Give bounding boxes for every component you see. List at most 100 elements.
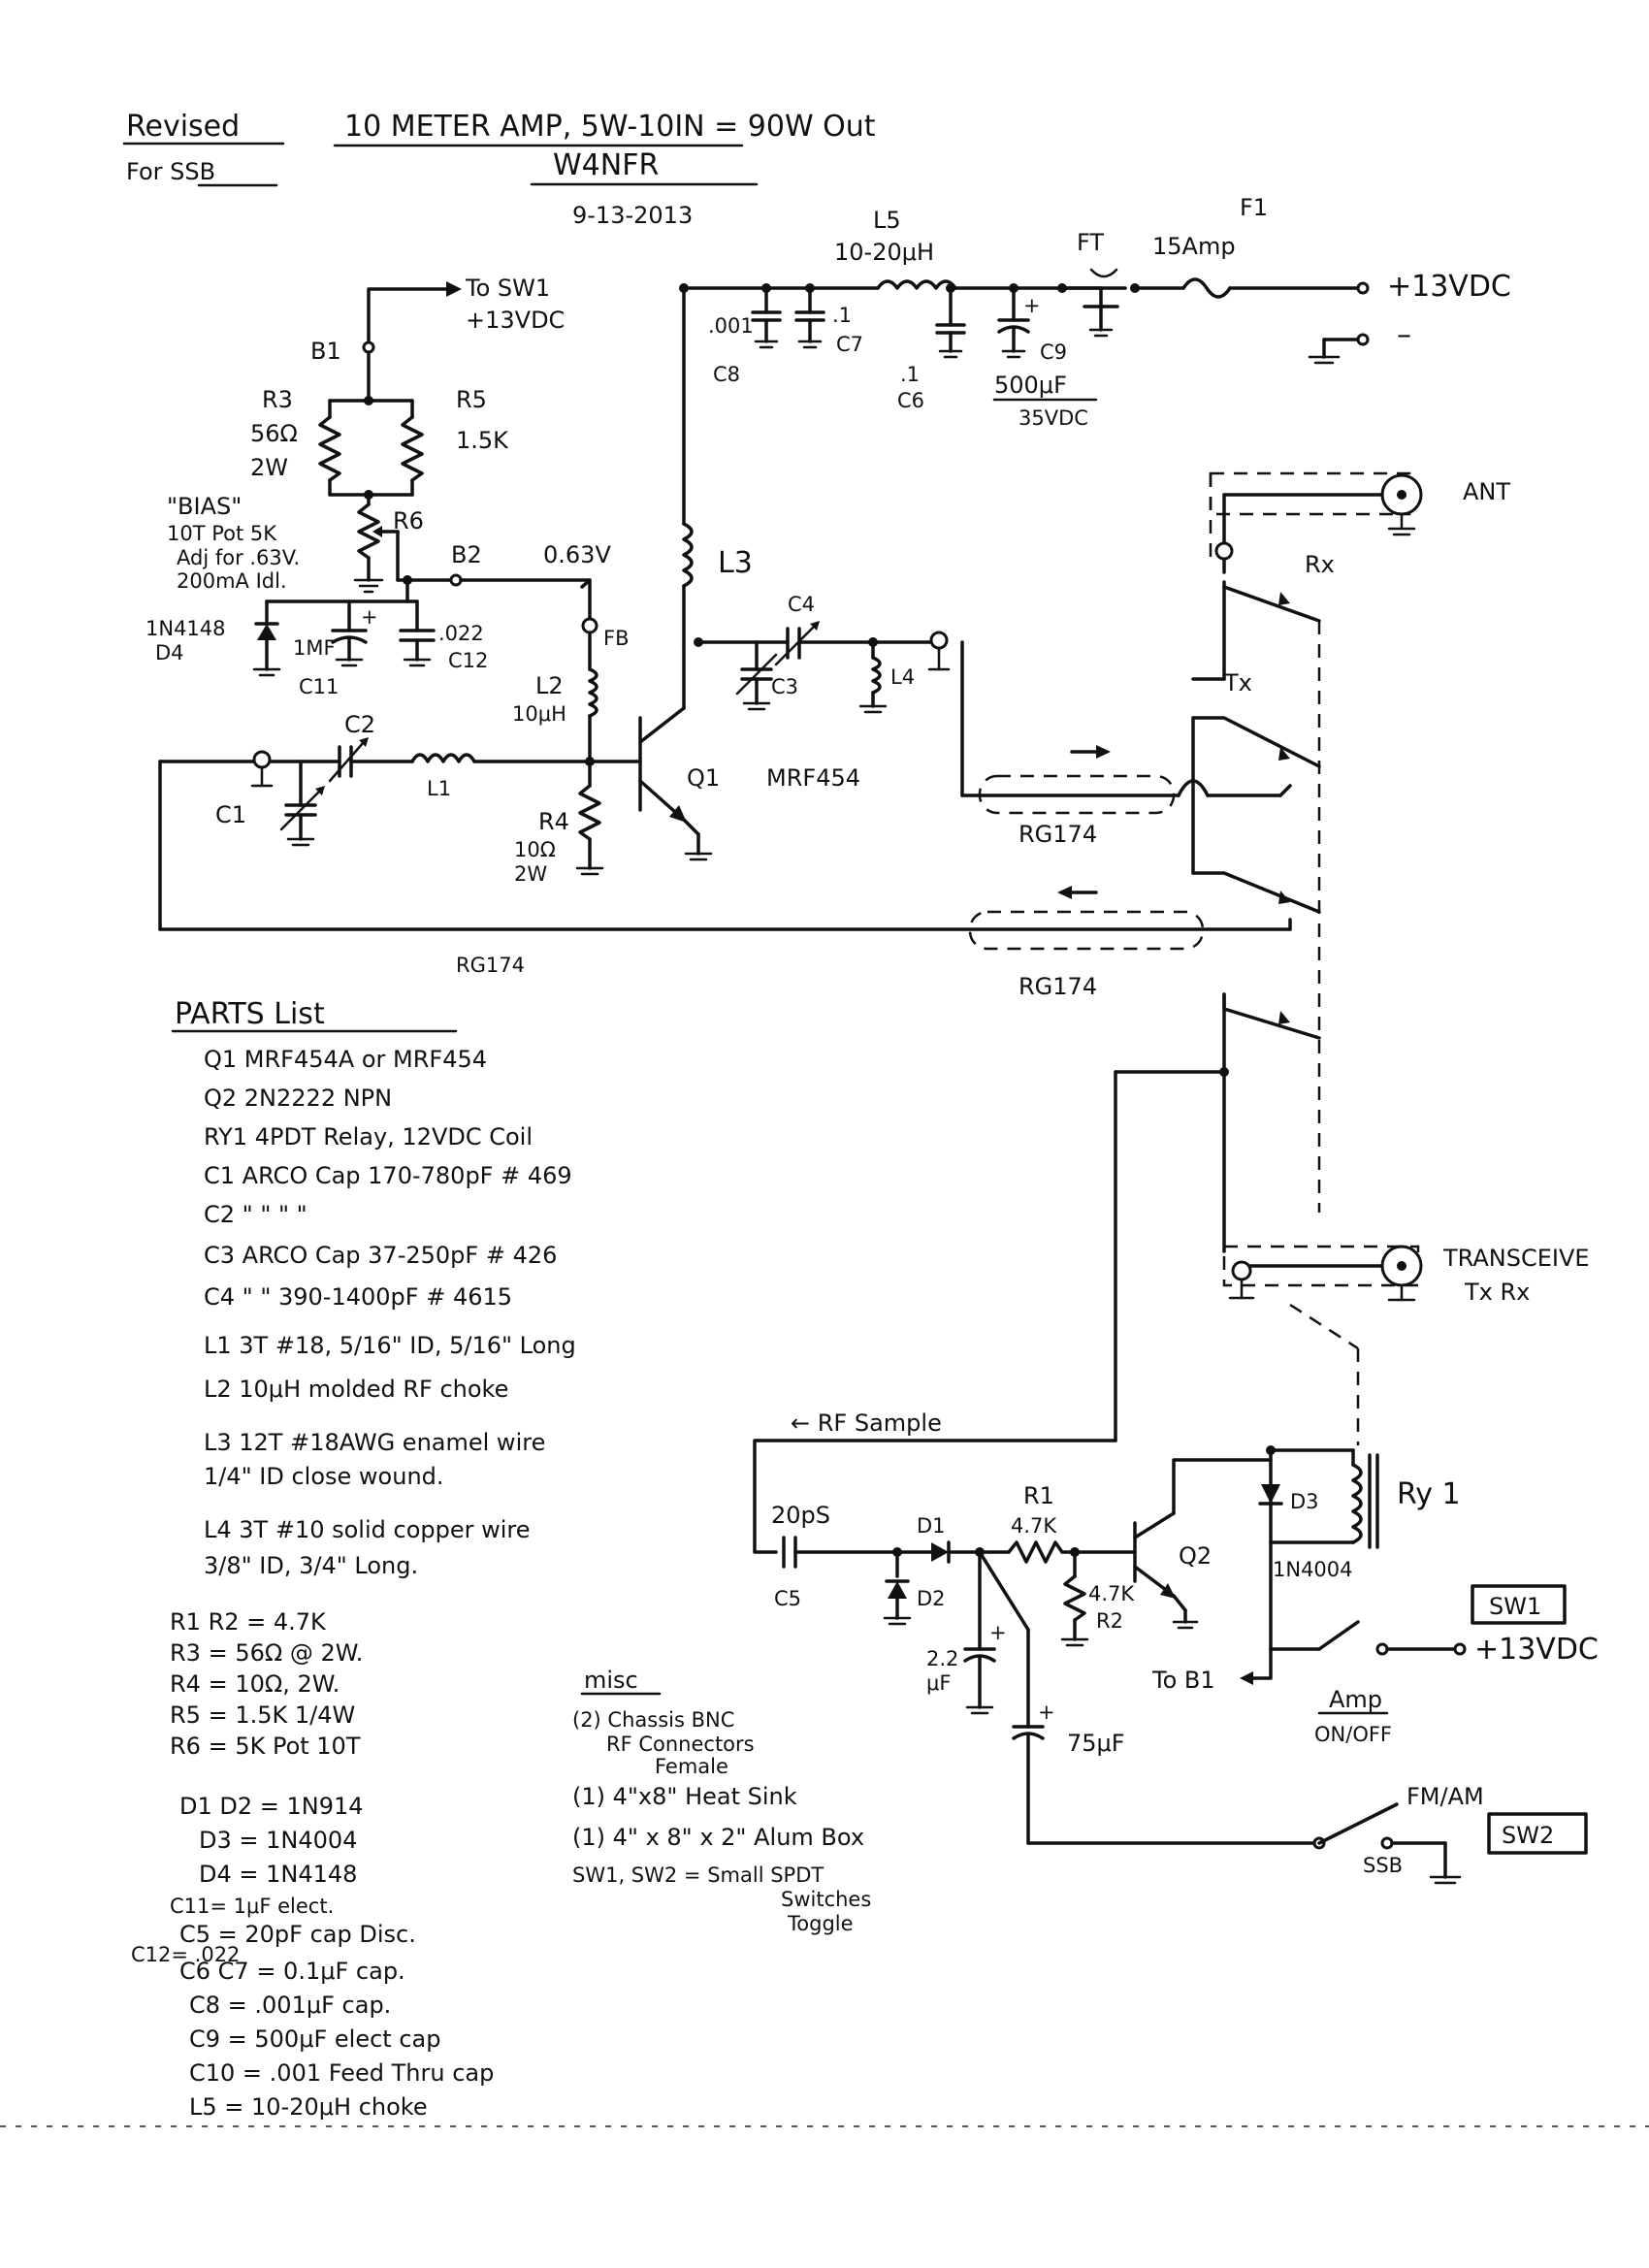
misc-item: (1) 4" x 8" x 2" Alum Box xyxy=(572,1824,864,1851)
svg-text:MRF454: MRF454 xyxy=(766,764,860,792)
svg-text:R1: R1 xyxy=(1023,1482,1054,1509)
supply-filter: .001 C8 .1 C7 L5 10-20μH .1 C6 + C9 500μ… xyxy=(679,194,1511,430)
svg-text:C12: C12 xyxy=(448,649,488,672)
svg-text:To B1: To B1 xyxy=(1151,1667,1215,1694)
header: Revised For SSB 10 METER AMP, 5W-10IN = … xyxy=(122,110,876,229)
parts-item: C4 " " 390-1400pF # 4615 xyxy=(204,1283,512,1311)
svg-text:FM/AM: FM/AM xyxy=(1406,1783,1484,1810)
input-and-q1: FB L2 10μH C2 L1 C1 xyxy=(158,286,964,931)
r4-resistor xyxy=(578,784,601,841)
parts-item: RY1 4PDT Relay, 12VDC Coil xyxy=(204,1123,533,1150)
parts-item: 1/4" ID close wound. xyxy=(204,1463,444,1490)
misc-item: Switches xyxy=(781,1888,871,1911)
value-item: C11= 1μF elect. xyxy=(170,1895,334,1918)
svg-text:C6: C6 xyxy=(897,389,924,412)
svg-text:"BIAS": "BIAS" xyxy=(167,493,242,520)
svg-text:10T Pot 5K: 10T Pot 5K xyxy=(167,522,277,545)
svg-text:B1: B1 xyxy=(310,338,341,365)
svg-text:SW2: SW2 xyxy=(1502,1822,1554,1849)
svg-text:F1: F1 xyxy=(1240,194,1268,221)
svg-text:–: – xyxy=(1397,318,1411,352)
svg-text:FB: FB xyxy=(603,627,630,650)
f1-fuse xyxy=(1181,277,1232,299)
svg-text:.1: .1 xyxy=(832,304,852,327)
value-item: C6 C7 = 0.1μF cap. xyxy=(179,1958,405,1985)
parts-item: Q2 2N2222 NPN xyxy=(204,1085,392,1112)
bias-network: To SW1 +13VDC B1 R3 56Ω 2W R5 1.5K R6 "B… xyxy=(146,275,611,698)
r1-resistor xyxy=(1007,1540,1064,1564)
svg-text:μF: μF xyxy=(926,1671,951,1695)
sw2-box xyxy=(1487,1812,1588,1855)
svg-text:2.2: 2.2 xyxy=(926,1647,958,1670)
value-item: C10 = .001 Feed Thru cap xyxy=(189,2059,494,2087)
svg-text:Tx: Tx xyxy=(1223,669,1252,697)
svg-text:+13VDC: +13VDC xyxy=(466,307,565,334)
svg-text:R6: R6 xyxy=(393,507,424,535)
svg-text:1N4148: 1N4148 xyxy=(146,617,226,640)
parts-item: L4 3T #10 solid copper wire xyxy=(204,1516,531,1543)
value-item: C8 = .001μF cap. xyxy=(189,1992,391,2019)
l5-choke xyxy=(876,279,957,290)
misc-item: Toggle xyxy=(787,1912,854,1935)
svg-text:.1: .1 xyxy=(900,363,920,386)
sw1-box xyxy=(1471,1584,1567,1625)
svg-text:500μF: 500μF xyxy=(994,372,1067,399)
parts-item: L3 12T #18AWG enamel wire xyxy=(204,1429,545,1456)
svg-text:L2: L2 xyxy=(535,672,564,699)
svg-text:L5: L5 xyxy=(873,207,901,234)
svg-text:0.63V: 0.63V xyxy=(543,541,611,568)
svg-text:Q2: Q2 xyxy=(1179,1542,1212,1570)
svg-text:C2: C2 xyxy=(344,711,375,738)
value-item: L5 = 10-20μH choke xyxy=(189,2093,428,2121)
svg-text:10-20μH: 10-20μH xyxy=(834,239,934,266)
parts-list-heading: PARTS List xyxy=(175,997,325,1031)
svg-text:D2: D2 xyxy=(917,1587,946,1610)
r6-potentiometer xyxy=(357,502,380,560)
svg-text:ANT: ANT xyxy=(1463,478,1510,505)
misc-list: misc (2) Chassis BNC RF Connectors Femal… xyxy=(572,1667,871,1935)
svg-text:R5: R5 xyxy=(456,386,487,413)
svg-text:ON/OFF: ON/OFF xyxy=(1314,1723,1392,1746)
svg-text:C11: C11 xyxy=(299,675,339,698)
d3-diode xyxy=(1261,1484,1280,1504)
value-item: R4 = 10Ω, 2W. xyxy=(170,1670,340,1698)
to-sw1-label: To SW1 xyxy=(465,275,550,302)
svg-text:2W: 2W xyxy=(514,862,547,886)
svg-text:RG174: RG174 xyxy=(1018,821,1097,848)
svg-text:B2: B2 xyxy=(451,541,482,568)
r5-resistor xyxy=(401,415,424,482)
value-item: R5 = 1.5K 1/4W xyxy=(170,1701,355,1729)
value-item: R1 R2 = 4.7K xyxy=(170,1608,327,1636)
svg-text:2W: 2W xyxy=(250,454,288,481)
d2-diode xyxy=(888,1581,907,1599)
svg-text:+: + xyxy=(1038,1701,1055,1724)
svg-text:4.7K: 4.7K xyxy=(1011,1514,1057,1538)
parts-item: C3 ARCO Cap 37-250pF # 426 xyxy=(204,1242,557,1269)
value-item: R3 = 56Ω @ 2W. xyxy=(170,1639,363,1667)
svg-text:R3: R3 xyxy=(262,386,293,413)
l3-coil xyxy=(682,522,694,588)
svg-text:10Ω: 10Ω xyxy=(514,838,556,861)
value-item: C5 = 20pF cap Disc. xyxy=(179,1921,416,1948)
page-title: 10 METER AMP, 5W-10IN = 90W Out xyxy=(344,110,876,144)
svg-text:75μF: 75μF xyxy=(1067,1730,1125,1757)
svg-text:Ry 1: Ry 1 xyxy=(1397,1477,1461,1511)
svg-text:R2: R2 xyxy=(1096,1609,1123,1633)
svg-text:Amp: Amp xyxy=(1329,1686,1382,1713)
svg-text:SW1: SW1 xyxy=(1489,1593,1541,1620)
svg-text:Adj for .63V.: Adj for .63V. xyxy=(177,546,300,569)
l2-choke xyxy=(588,667,598,718)
svg-text:R4: R4 xyxy=(538,808,569,835)
svg-text:C9: C9 xyxy=(1040,340,1067,364)
ry1-relay-coil xyxy=(1351,1463,1363,1544)
svg-text:+: + xyxy=(361,605,378,629)
misc-item: Female xyxy=(655,1755,728,1778)
svg-text:C8: C8 xyxy=(713,363,740,386)
svg-text:+13VDC: +13VDC xyxy=(1474,1633,1599,1667)
svg-text:← RF Sample: ← RF Sample xyxy=(791,1409,942,1437)
svg-text:RG174: RG174 xyxy=(456,954,525,977)
r3-resistor xyxy=(318,415,341,482)
svg-text:Rx: Rx xyxy=(1305,551,1335,578)
rf-sample-driver: ← RF Sample 20pS C5 D1 D2 R1 4.7K 4.7K R… xyxy=(753,1409,1599,1885)
value-item: C12= .022 xyxy=(131,1943,240,1966)
